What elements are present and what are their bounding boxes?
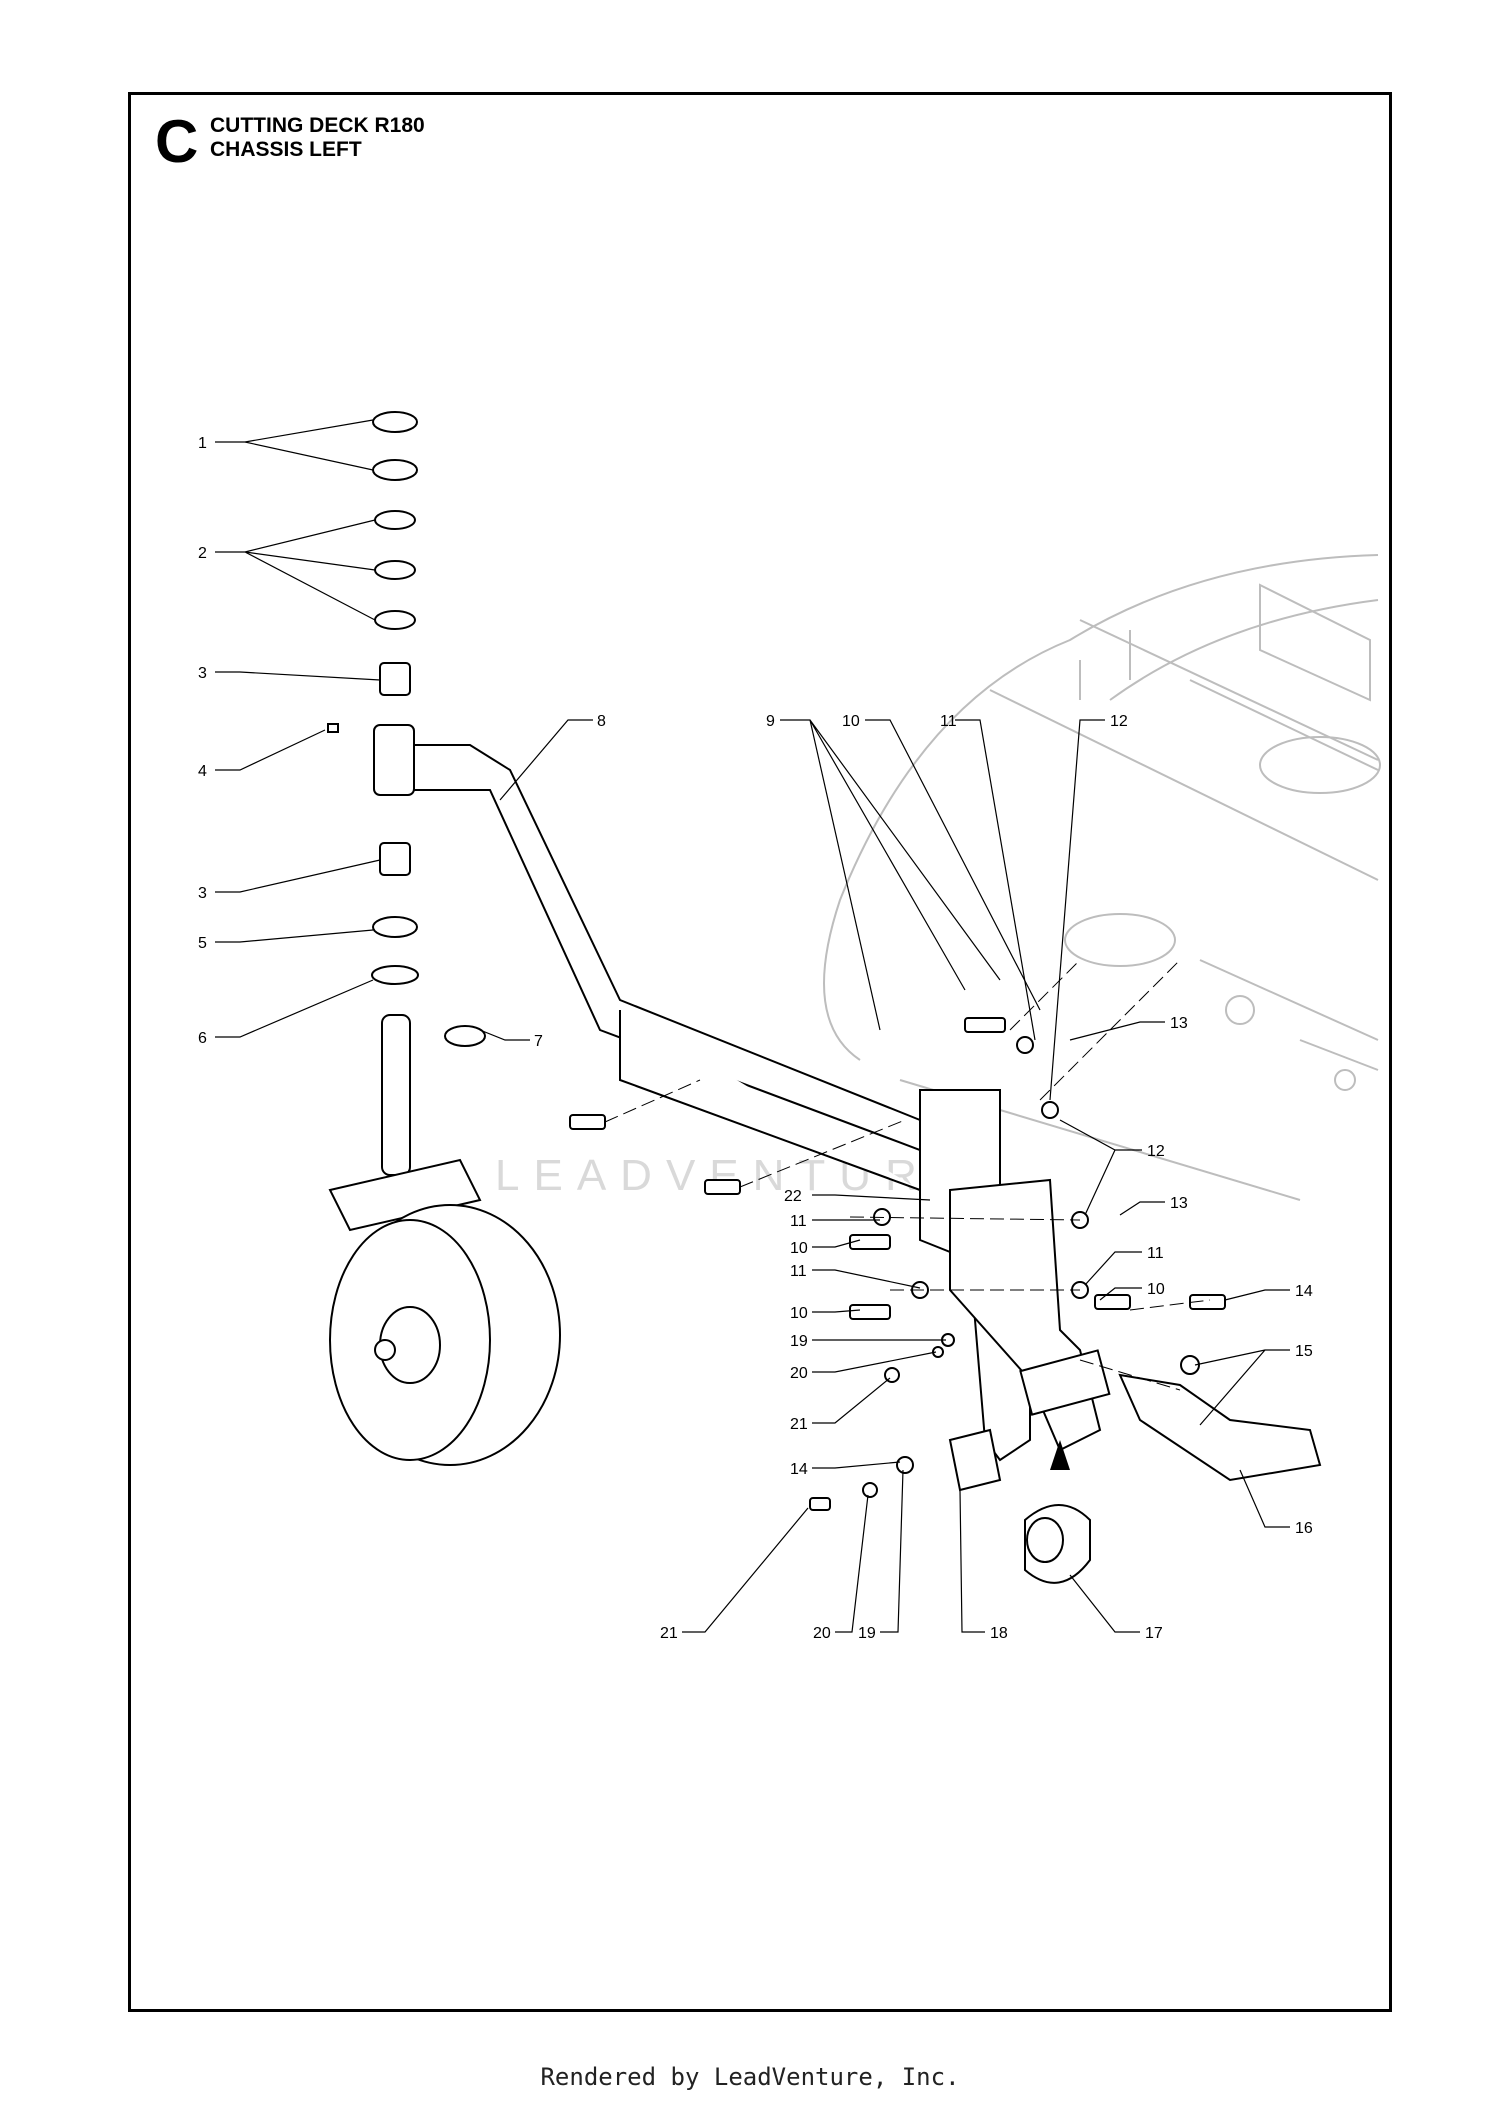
callout-3-top: 3 xyxy=(198,665,207,682)
callout-9: 9 xyxy=(766,713,775,730)
callout-2: 2 xyxy=(198,545,207,562)
callout-21-a: 21 xyxy=(790,1416,808,1433)
callout-10-b: 10 xyxy=(790,1305,808,1322)
callout-3-bottom: 3 xyxy=(198,885,207,902)
alignment-lines xyxy=(604,959,1211,1391)
callout-14-right: 14 xyxy=(1295,1283,1313,1300)
caster-arm xyxy=(373,724,921,1191)
callout-5: 5 xyxy=(198,935,207,952)
callout-13-right: 13 xyxy=(1170,1195,1188,1212)
caster-wheel-assembly xyxy=(328,1014,561,1466)
callout-1: 1 xyxy=(198,435,207,452)
callout-15: 15 xyxy=(1295,1343,1313,1360)
fasteners xyxy=(569,1017,1226,1511)
callout-10-top: 10 xyxy=(842,713,860,730)
callout-17: 17 xyxy=(1145,1625,1163,1642)
callout-labels: 1 2 3 4 3 5 6 7 8 9 10 11 12 13 12 13 22… xyxy=(198,435,1313,1642)
mounting-bracket xyxy=(919,1089,1322,1492)
callout-19-b: 19 xyxy=(858,1625,876,1642)
callout-11-a: 11 xyxy=(790,1213,807,1230)
callout-11-b: 11 xyxy=(790,1263,807,1280)
callout-18: 18 xyxy=(990,1625,1008,1642)
deck-background-drawing xyxy=(823,554,1381,1201)
arrow-icon xyxy=(1050,1440,1070,1470)
anti-scalp-roller xyxy=(1024,1440,1091,1584)
set-screw xyxy=(327,723,339,733)
callout-11-right: 11 xyxy=(1147,1245,1164,1262)
callout-13-top: 13 xyxy=(1170,1015,1188,1032)
callout-12-top: 12 xyxy=(1110,713,1128,730)
callout-20-a: 20 xyxy=(790,1365,808,1382)
callout-10-right: 10 xyxy=(1147,1281,1165,1298)
diagram-frame xyxy=(128,92,1392,2012)
callout-14-left: 14 xyxy=(790,1461,808,1478)
callout-19-a: 19 xyxy=(790,1333,808,1350)
leader-lines xyxy=(215,419,1290,1633)
callout-20-b: 20 xyxy=(813,1625,831,1642)
diagram-subtitle: CHASSIS LEFT xyxy=(210,138,362,161)
callout-10-a: 10 xyxy=(790,1240,808,1257)
diagram-title: CUTTING DECK R180 xyxy=(210,114,425,137)
footer-credit: Rendered by LeadVenture, Inc. xyxy=(540,2063,960,2091)
hitch-pin-clip xyxy=(444,1025,486,1047)
callout-12-right: 12 xyxy=(1147,1143,1165,1160)
callout-22: 22 xyxy=(784,1188,802,1205)
callout-6: 6 xyxy=(198,1030,207,1047)
callout-7: 7 xyxy=(534,1033,543,1050)
callout-11-top: 11 xyxy=(940,713,957,730)
callout-4: 4 xyxy=(198,763,207,780)
spindle-bearing-stack xyxy=(371,411,419,985)
section-letter: C xyxy=(155,108,199,175)
callout-21-b: 21 xyxy=(660,1625,678,1642)
callout-16: 16 xyxy=(1295,1520,1313,1537)
callout-8: 8 xyxy=(597,713,606,730)
